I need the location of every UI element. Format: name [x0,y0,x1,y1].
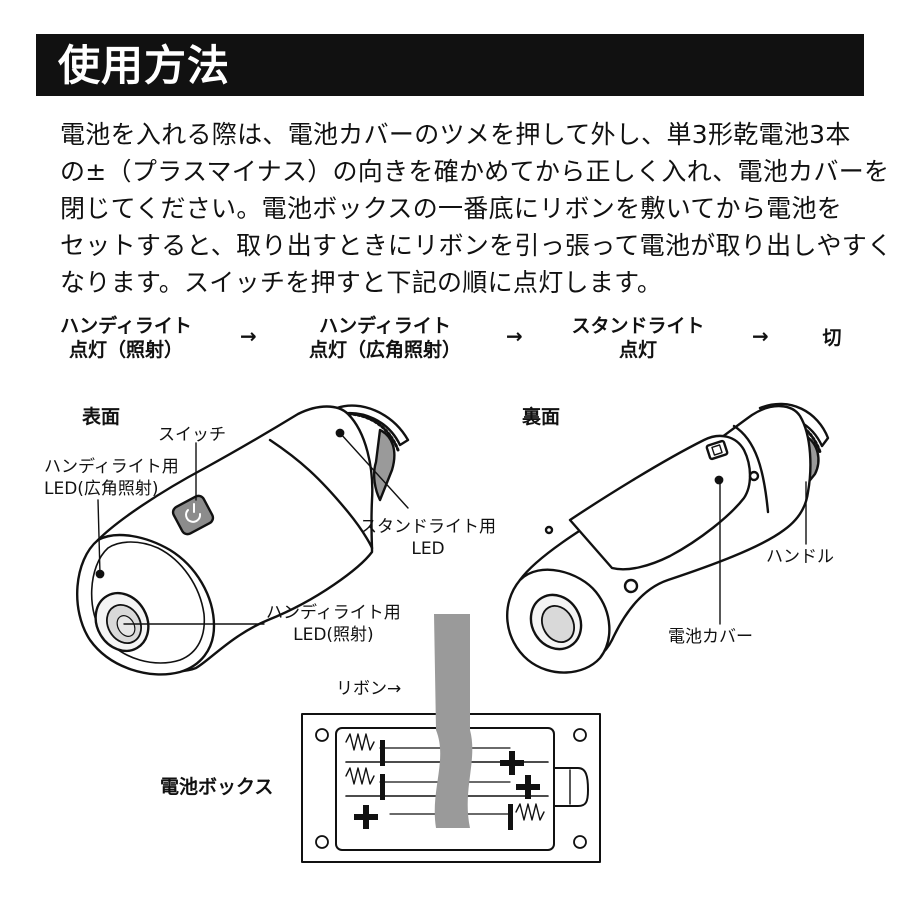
instruction-line: セットすると、取り出すときにリボンを引っ張って電池が取り出しやすく [60,231,893,260]
stand-led-label-line2: LED [411,539,445,559]
sequence-step-title: ハンディライト [319,315,451,337]
battery-box-label: 電池ボックス [160,776,274,798]
header-bar [36,34,864,96]
battery-cover-label: 電池カバー [668,627,753,647]
spot-led-label: ハンディライト用 LED(照射) [266,602,401,646]
instruction-line: の±（プラスマイナス）の向きを確かめてから正しく入れ、電池カバーを [60,157,890,186]
wide-led-label: ハンディライト用 LED(広角照射) [44,456,179,500]
page-title: 使用方法 [58,41,231,90]
sequence-step-title: ハンディライト [60,315,192,337]
sequence-arrow: → [240,324,257,348]
stand-led-label-line1: スタンドライト用 [360,517,496,537]
front-light-illustration [76,404,410,676]
instruction-line: 閉じてください。電池ボックスの一番底にリボンを敷いてから電池を [60,194,843,223]
sequence-step-title: スタンドライト [571,315,705,337]
front-label: 表面 [82,406,121,428]
sequence-step-mode: 点灯（照射） [68,339,183,361]
instruction-line: なります。スイッチを押すと下記の順に点灯します。 [60,268,663,297]
sequence-step-off: 切 [812,326,852,350]
stand-led-label: スタンドライト用 LED [360,516,496,560]
leader-lines [97,432,807,625]
spot-led-label-line2: LED(照射) [293,625,374,645]
wide-led-label-line2: LED(広角照射) [44,479,159,499]
spot-led-label-line1: ハンディライト用 [266,603,401,623]
ribbon-illustration [434,614,473,828]
back-label: 裏面 [522,406,561,428]
ribbon-label: リボン→ [336,679,402,699]
sequence-arrow: → [506,324,523,348]
sequence-step-mode: 点灯（広角照射） [308,339,461,361]
wide-led-label-line1: ハンディライト用 [44,457,179,477]
sequence-step-spot: ハンディライト 点灯（照射） [56,314,196,362]
sequence-step-wide: ハンディライト 点灯（広角照射） [300,314,470,362]
instruction-line: 電池を入れる際は、電池カバーのツメを押して外し、単3形乾電池3本 [60,120,851,149]
handle-label: ハンドル [766,547,834,567]
instructions-paragraph: 電池を入れる際は、電池カバーのツメを押して外し、単3形乾電池3本 の±（プラスマ… [60,116,893,301]
sequence-arrow: → [752,324,769,348]
sequence-step-title: 切 [822,327,842,349]
sequence-step-mode: 点灯 [618,339,657,361]
sequence-step-stand: スタンドライト 点灯 [568,314,708,362]
switch-label: スイッチ [158,425,226,445]
back-light-illustration [506,402,830,674]
